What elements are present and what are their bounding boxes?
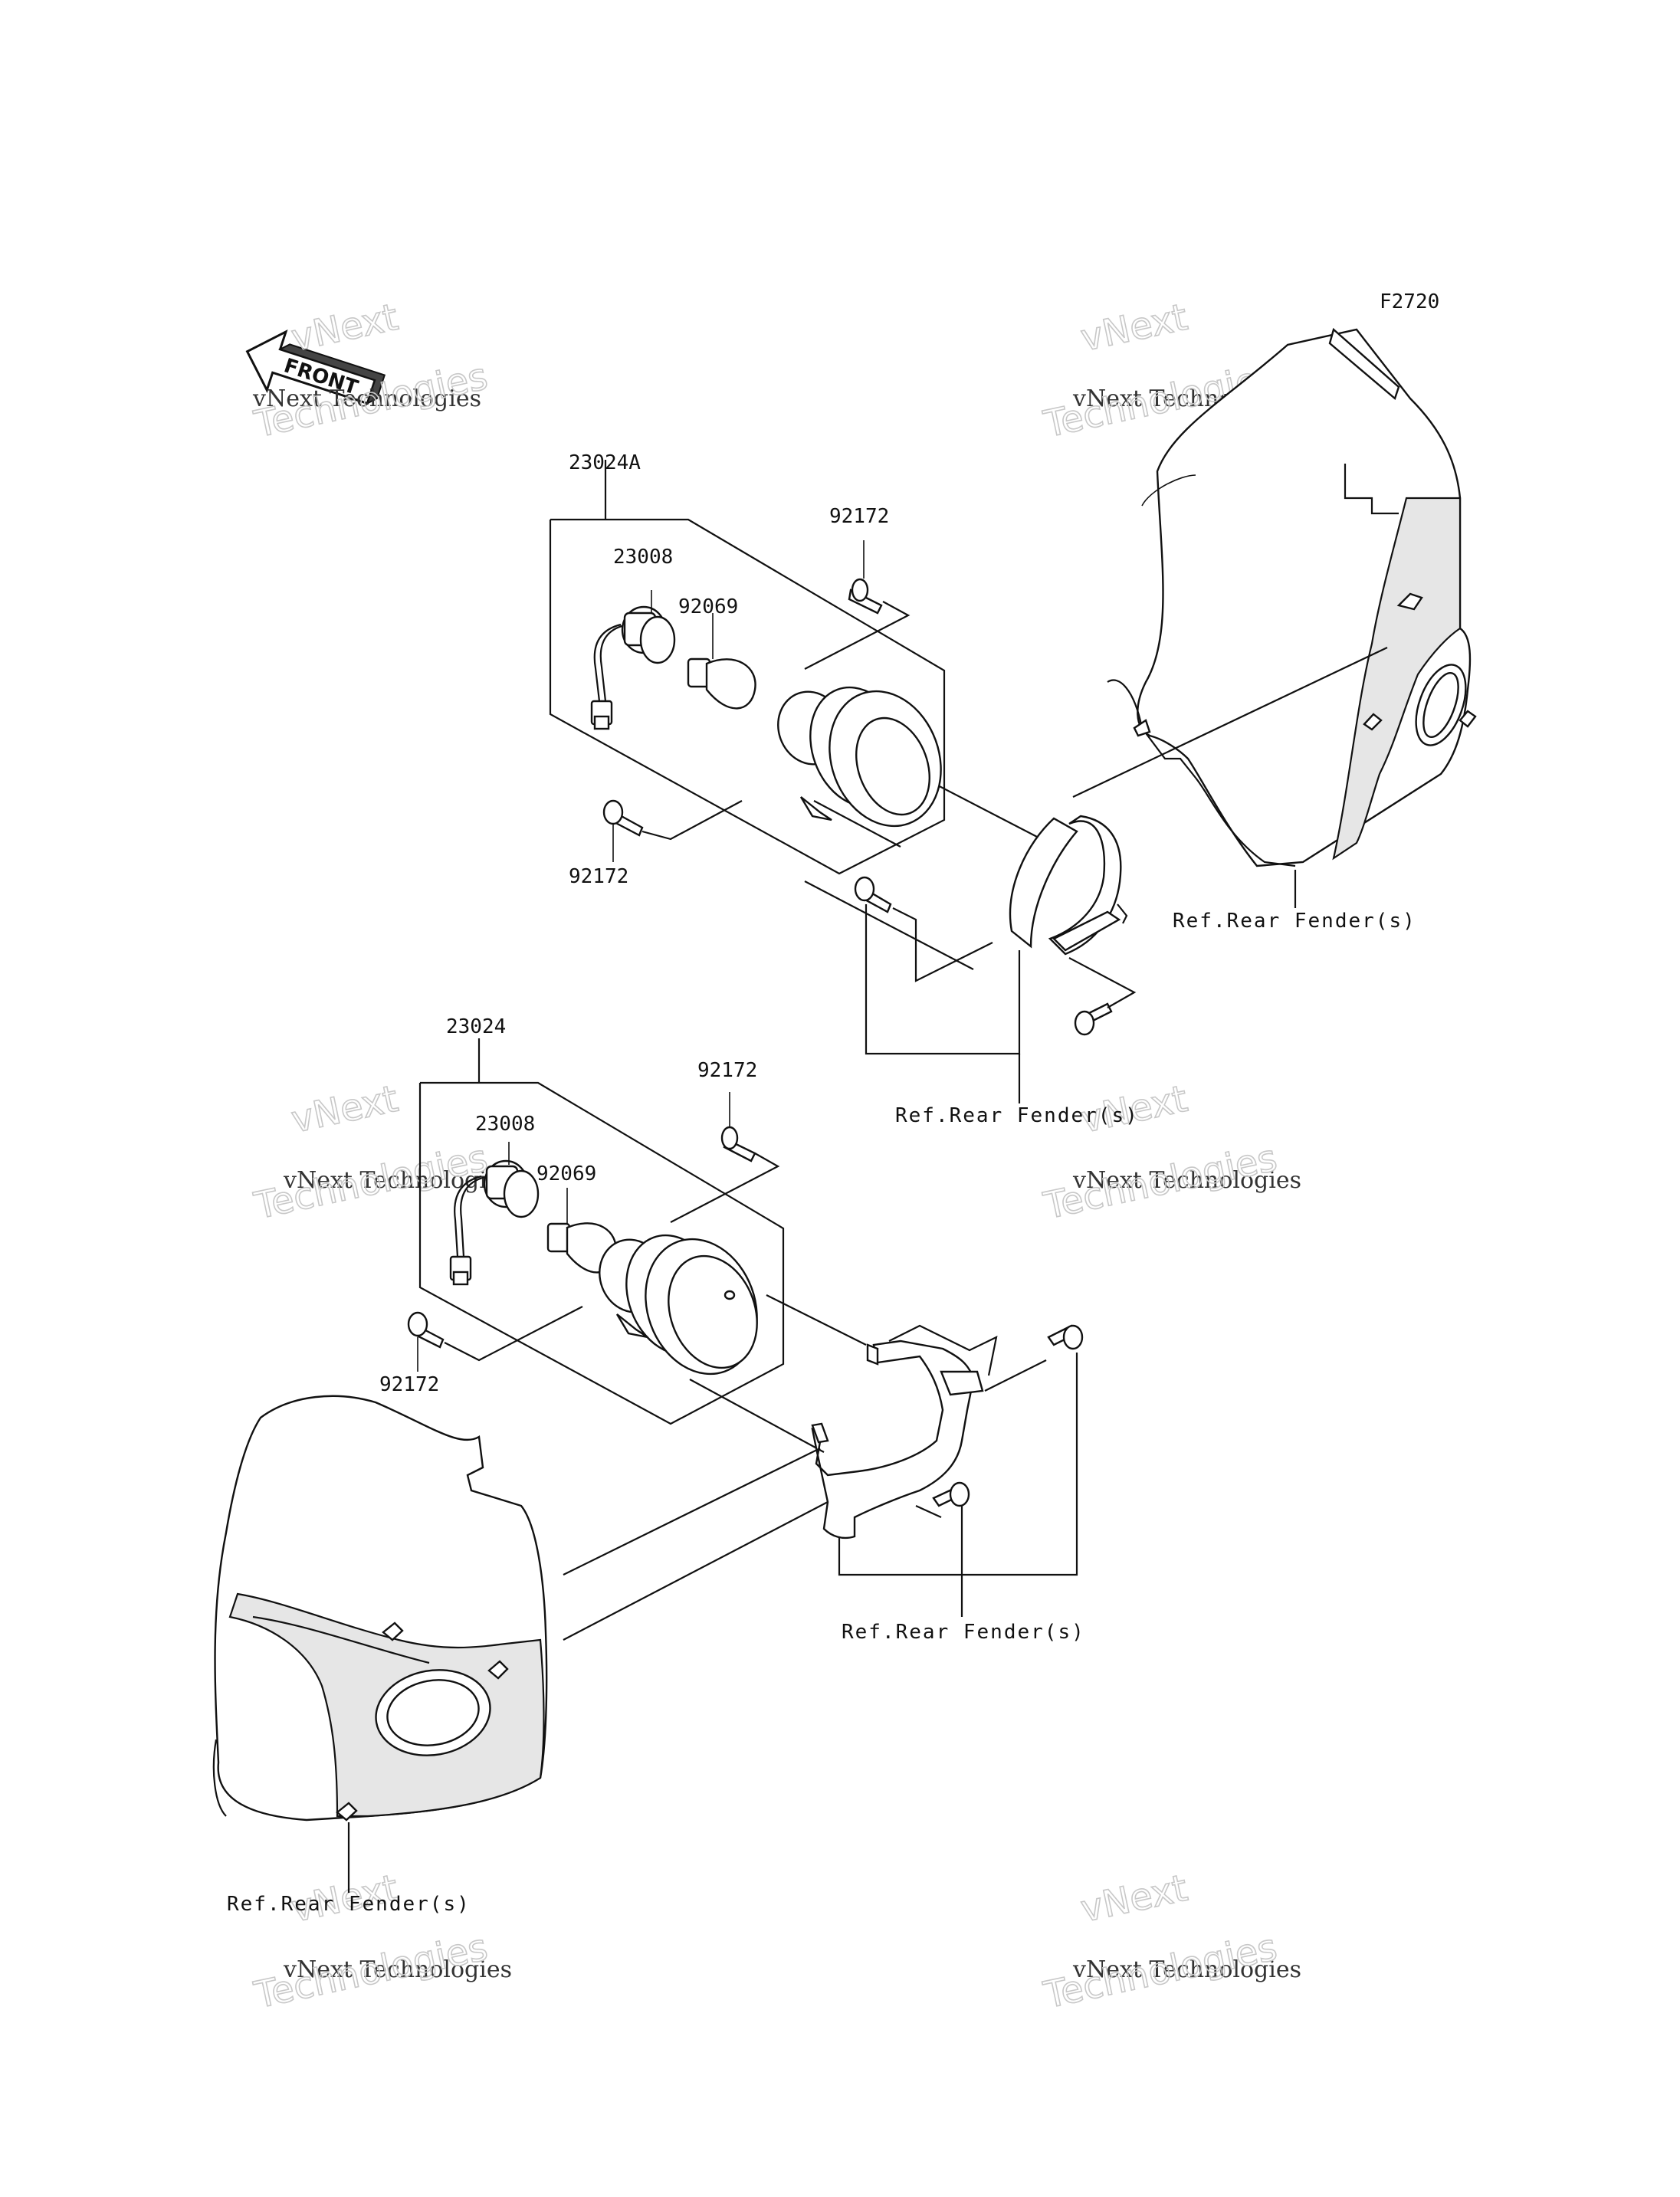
- watermark-bottom-right: vNext vNext Technologies Technologies: [1039, 1866, 1301, 2018]
- svg-text:vNext Technologies: vNext Technologies: [1072, 1956, 1301, 1983]
- upper-assembly-part-label: 23024A: [569, 451, 641, 474]
- svg-text:vNext: vNext: [1077, 296, 1191, 360]
- lower-rear-fender: [212, 1395, 548, 1822]
- svg-text:vNext Technologies: vNext Technologies: [283, 1167, 512, 1194]
- upper-lamp-housing: [777, 686, 1039, 848]
- upper-bulb: [687, 613, 756, 710]
- lower-socket-wire: [449, 1142, 540, 1286]
- lower-screw-top-label: 92172: [697, 1059, 757, 1082]
- watermark-bottom-left: vNext vNext Technologies Technologies: [250, 1866, 512, 2018]
- svg-text:vNext Technologies: vNext Technologies: [283, 1956, 512, 1983]
- svg-text:vNext Technologies: vNext Technologies: [1072, 1167, 1301, 1194]
- lower-lamp-housing: [599, 1234, 867, 1453]
- lower-bracket-screw-right: [1047, 1324, 1084, 1350]
- svg-text:Technologies: Technologies: [1040, 1926, 1281, 2017]
- upper-ref-bottom-label: Ref.Rear Fender(s): [895, 1104, 1139, 1127]
- upper-bracket-screw-left: [854, 876, 892, 913]
- upper-bracket-screw-right: [1074, 1002, 1113, 1036]
- upper-bracket-leader-lines: [804, 880, 1137, 1103]
- lower-ref-fender-label: Ref.Rear Fender(s): [227, 1893, 471, 1916]
- svg-text:Technologies: Technologies: [1040, 1136, 1281, 1228]
- lower-screw-bottom: [407, 1306, 583, 1372]
- upper-bracket: [1009, 815, 1128, 956]
- lower-ref-bracket-label: Ref.Rear Fender(s): [842, 1621, 1085, 1644]
- diagram-code: F2720: [1380, 290, 1439, 313]
- watermark-mid-right: vNext vNext Technologies Technologies: [1039, 1077, 1301, 1228]
- svg-text:Technologies: Technologies: [251, 1926, 491, 2017]
- upper-bulb-part-label: 92069: [678, 595, 738, 618]
- upper-rear-fender: [1107, 327, 1472, 867]
- upper-screw-bottom: [602, 799, 743, 862]
- lower-assembly-outline: [418, 1038, 785, 1425]
- svg-text:vNext Technologies: vNext Technologies: [252, 385, 481, 412]
- lower-fender-leader-lines: [347, 1501, 829, 1893]
- upper-screw-bottom-label: 92172: [569, 865, 628, 888]
- lower-screw-top: [670, 1092, 780, 1223]
- watermark-mid-left: vNext vNext Technologies Technologies: [250, 1077, 512, 1228]
- svg-text:vNext: vNext: [287, 296, 402, 360]
- upper-screw-top: [804, 540, 911, 670]
- upper-ref-right-label: Ref.Rear Fender(s): [1173, 910, 1416, 933]
- upper-fender-clip-icon: [1133, 592, 1477, 737]
- lower-bracket-leader-lines: [563, 1353, 1078, 1617]
- lower-bracket-screw-lower: [932, 1481, 970, 1507]
- svg-text:vNext: vNext: [287, 1077, 402, 1142]
- upper-assembly-outline: [549, 460, 946, 875]
- upper-socket-wire: [590, 590, 676, 730]
- upper-screw-top-label: 92172: [829, 505, 889, 528]
- upper-socket-part-label: 23008: [613, 546, 673, 569]
- lower-socket-part-label: 23008: [475, 1113, 535, 1136]
- lower-bulb-part-label: 92069: [536, 1162, 596, 1185]
- lower-bracket: [811, 1324, 998, 1540]
- svg-text:vNext: vNext: [1077, 1867, 1191, 1931]
- lower-assembly-part-label: 23024: [446, 1015, 506, 1038]
- upper-fender-leader-lines: [1072, 647, 1388, 908]
- lower-fender-clip-icon: [336, 1622, 509, 1822]
- lower-screw-bottom-label: 92172: [379, 1373, 439, 1396]
